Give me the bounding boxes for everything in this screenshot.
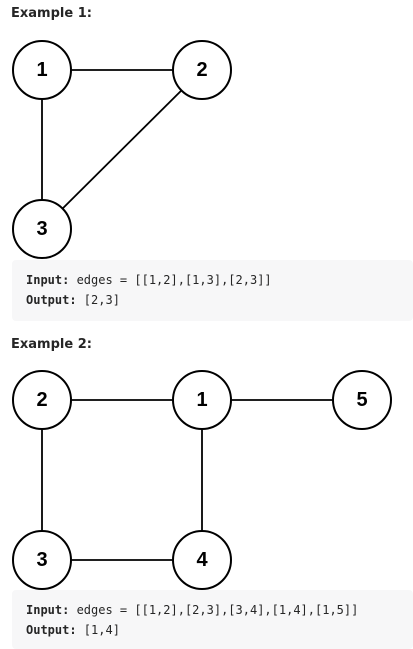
output-line: Output: [1,4]	[26, 620, 399, 640]
input-line: Input: edges = [[1,2],[1,3],[2,3]]	[26, 270, 399, 290]
input-label: Input:	[26, 273, 70, 287]
output-label: Output:	[26, 623, 77, 637]
example-1-graph: 1 2 3	[12, 40, 232, 259]
graph-node: 5	[332, 370, 392, 430]
output-line: Output: [2,3]	[26, 290, 399, 310]
example-1-title: Example 1:	[11, 6, 92, 21]
input-line: Input: edges = [[1,2],[2,3],[3,4],[1,4],…	[26, 600, 399, 620]
input-value: edges = [[1,2],[2,3],[3,4],[1,4],[1,5]]	[69, 603, 359, 617]
node-label: 1	[196, 389, 207, 411]
node-label: 1	[36, 59, 47, 81]
example-2-graph: 2 1 5 3 4	[12, 370, 392, 590]
input-label: Input:	[26, 603, 70, 617]
graph-node: 2	[12, 370, 72, 430]
output-label: Output:	[26, 293, 77, 307]
output-value: [2,3]	[76, 293, 120, 307]
example-1-code-block: Input: edges = [[1,2],[1,3],[2,3]] Outpu…	[12, 260, 413, 321]
node-label: 3	[36, 218, 47, 240]
example-2-code-block: Input: edges = [[1,2],[2,3],[3,4],[1,4],…	[12, 590, 413, 649]
graph-node: 3	[12, 199, 72, 259]
node-label: 2	[196, 59, 207, 81]
node-label: 4	[196, 549, 208, 571]
node-label: 5	[356, 389, 367, 411]
graph-node: 1	[172, 370, 232, 430]
graph-node: 3	[12, 530, 72, 590]
node-label: 2	[36, 389, 47, 411]
graph-node: 1	[12, 40, 72, 100]
edge-2-3	[41, 69, 203, 230]
graph-node: 4	[172, 530, 232, 590]
input-value: edges = [[1,2],[1,3],[2,3]]	[69, 273, 272, 287]
example-2-title: Example 2:	[11, 337, 92, 352]
graph-node: 2	[172, 40, 232, 100]
output-value: [1,4]	[76, 623, 120, 637]
node-label: 3	[36, 549, 47, 571]
